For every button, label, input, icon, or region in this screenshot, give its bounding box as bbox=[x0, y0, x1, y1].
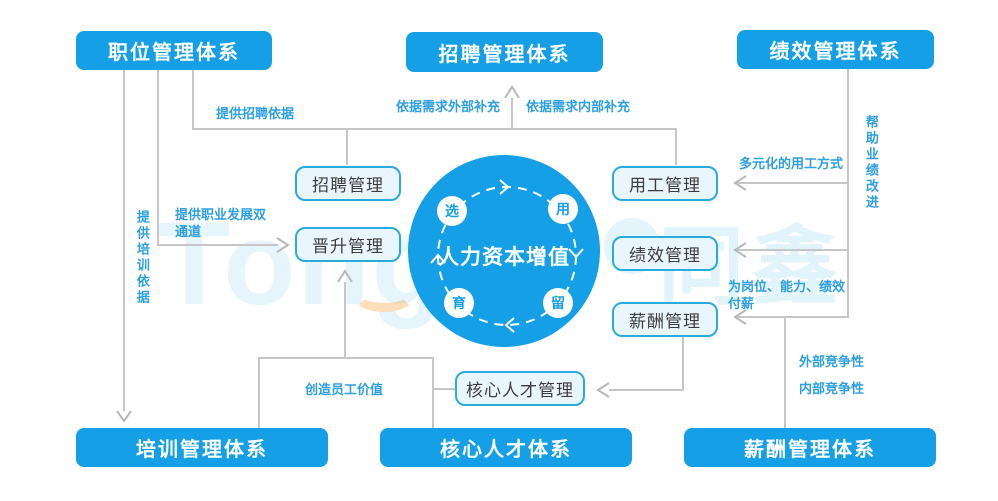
module-core-talent-mgmt: 核心人才管理 bbox=[455, 371, 585, 406]
edge-label-diverse-employment: 多元化的用工方式 bbox=[739, 156, 844, 171]
module-employment-mgmt: 用工管理 bbox=[612, 166, 718, 201]
module-performance-mgmt: 绩效管理 bbox=[612, 236, 718, 271]
edge-label-external-supplement: 依据需求外部补充 bbox=[396, 99, 501, 114]
cycle-dot-use: 用 bbox=[548, 194, 578, 224]
banner-training-system: 培训管理体系 bbox=[76, 428, 328, 467]
conn-position-to-promotion bbox=[157, 70, 290, 253]
conn-bottom-network bbox=[258, 269, 455, 428]
conn-performance-branches bbox=[733, 68, 849, 325]
edge-label-pay-for: 为岗位、能力、绩效付薪 bbox=[728, 279, 846, 311]
edge-label-external-competitiveness: 外部竞争性 bbox=[799, 354, 865, 369]
conn-compensation-to-core bbox=[596, 337, 684, 398]
conn-top-network bbox=[192, 70, 677, 165]
edge-label-dual-career-channel: 提供职业发展双通道 bbox=[175, 207, 267, 239]
banner-core-talent-system: 核心人才体系 bbox=[380, 428, 632, 467]
banner-performance-system: 绩效管理体系 bbox=[737, 30, 934, 69]
central-circle-title: 人力资本增值 bbox=[438, 246, 570, 269]
edge-label-provide-recruit-basis: 提供招聘依据 bbox=[216, 106, 295, 121]
banner-recruitment-system: 招聘管理体系 bbox=[406, 32, 603, 72]
edge-label-provide-training-basis: 提供培训依据 bbox=[134, 210, 150, 306]
banner-compensation-system: 薪酬管理体系 bbox=[684, 428, 936, 467]
cycle-dashed-ring bbox=[430, 179, 584, 333]
edge-label-create-employee-value: 创造员工价值 bbox=[305, 382, 384, 397]
conn-position-to-training bbox=[116, 70, 132, 423]
edge-label-internal-supplement: 依据需求内部补充 bbox=[526, 99, 631, 114]
cycle-dot-develop: 育 bbox=[444, 288, 474, 318]
module-recruitment-mgmt: 招聘管理 bbox=[295, 166, 401, 201]
edge-label-help-performance: 帮助业绩改进 bbox=[863, 115, 879, 211]
edge-label-internal-competitiveness: 内部竞争性 bbox=[799, 381, 865, 396]
module-compensation-mgmt: 薪酬管理 bbox=[612, 302, 718, 337]
banner-position-system: 职位管理体系 bbox=[76, 31, 272, 70]
cycle-dot-retain: 留 bbox=[543, 288, 573, 318]
cycle-dot-select: 选 bbox=[437, 196, 467, 226]
module-promotion-mgmt: 晋升管理 bbox=[295, 227, 401, 262]
